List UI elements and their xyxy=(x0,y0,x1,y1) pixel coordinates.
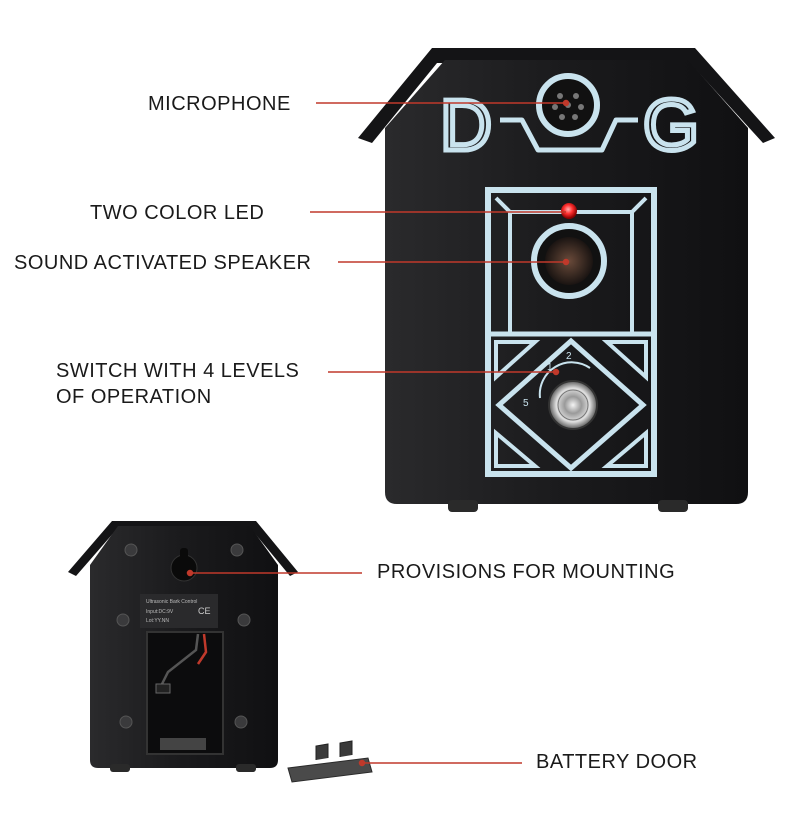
label-provisions-for-mounting: PROVISIONS FOR MOUNTING xyxy=(377,561,676,583)
label-microphone: MICROPHONE xyxy=(148,93,291,115)
battery-door-plate xyxy=(287,757,373,783)
label-two-color-led: TWO COLOR LED xyxy=(90,202,265,224)
battery-connector xyxy=(155,683,171,694)
back-screws xyxy=(116,543,251,729)
back-foot-right xyxy=(236,764,256,772)
back-label-sticker xyxy=(140,594,218,628)
switch-diamond-outline xyxy=(495,337,647,472)
logo-letter-d: D xyxy=(440,86,492,166)
dial-scale-arc xyxy=(538,361,591,399)
battery-door xyxy=(287,740,373,783)
switch-corner-top-left xyxy=(494,340,541,382)
front-foot-right xyxy=(658,500,688,512)
sticker-line2: Input:DC:9V xyxy=(146,609,174,615)
leader-speaker-dot xyxy=(562,258,570,266)
switch-knob xyxy=(548,380,598,430)
front-device: D G 1 2 5 xyxy=(358,48,775,512)
leader-microphone-dot xyxy=(562,99,570,107)
battery-wire-black xyxy=(158,633,200,689)
dial-level-5: 5 xyxy=(523,398,529,409)
battery-wire-red xyxy=(196,633,208,665)
back-foot-left xyxy=(110,764,130,772)
sticker-title: Ultrasonic Bark Control xyxy=(146,599,197,605)
leader-mounting-dot xyxy=(186,569,194,577)
battery-spring-pad xyxy=(160,738,206,750)
switch-corner-bottom-left xyxy=(494,428,541,468)
label-sound-activated-speaker: SOUND ACTIVATED SPEAKER xyxy=(14,252,312,274)
label-switch-line1: SWITCH WITH 4 LEVELS xyxy=(56,360,300,382)
back-device: Ultrasonic Bark Control Input:DC:9V Lot:… xyxy=(68,521,298,772)
logo-connector xyxy=(500,117,638,153)
switch-corner-top-right xyxy=(601,340,648,382)
switch-corner-bottom-right xyxy=(601,428,648,468)
front-foot-left xyxy=(448,500,478,512)
battery-door-clip-left xyxy=(315,743,329,760)
label-battery-door: BATTERY DOOR xyxy=(536,751,698,773)
dial-level-2: 2 xyxy=(566,351,572,362)
logo-letter-g: G xyxy=(643,86,699,166)
sticker-line3: Lot:YY.NN xyxy=(146,618,169,624)
label-switch-line2: OF OPERATION xyxy=(56,386,212,408)
battery-door-clip-right xyxy=(339,740,353,757)
leader-lines xyxy=(186,99,570,767)
leader-battery-door-dot xyxy=(358,759,366,767)
dial-level-1: 1 xyxy=(547,362,553,373)
switch-knob-cap xyxy=(557,389,589,421)
ce-mark: CE xyxy=(198,606,211,616)
leader-switch-dot xyxy=(552,368,560,376)
led-light xyxy=(561,203,577,219)
mounting-keyhole-slot xyxy=(180,548,188,562)
